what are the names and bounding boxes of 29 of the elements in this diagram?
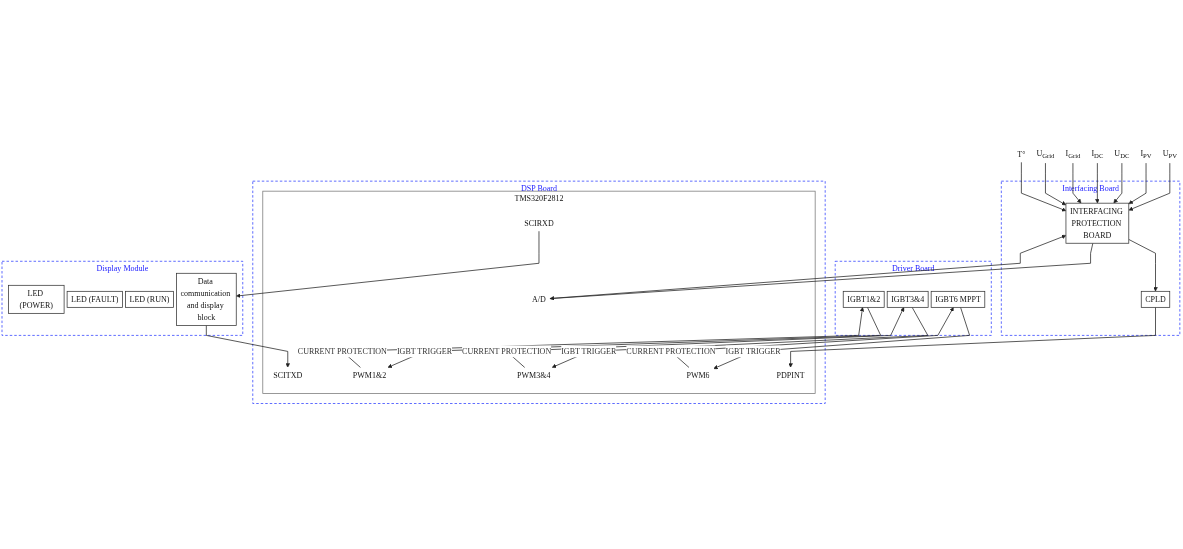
edge-label: CURRENT PROTECTION <box>462 346 552 356</box>
node-text: PWM6 <box>686 370 710 380</box>
edge-label: IGBT TRIGGER <box>396 346 453 356</box>
node-box: LED (FAULT) <box>66 290 123 308</box>
node-text: I$_{Grid}$ <box>1065 149 1081 160</box>
edge-label: IGBT TRIGGER <box>561 346 617 356</box>
node-box: LED (POWER) <box>8 284 65 314</box>
node-text: U$_{Grid}$ <box>1036 149 1055 160</box>
node-text: PWM1&2 <box>352 370 387 380</box>
node-box: IGBT6 MPPT <box>930 290 986 308</box>
node-text: U$_{PV}$ <box>1162 149 1177 160</box>
node-box: LED (RUN) <box>125 290 174 308</box>
edge-label: CURRENT PROTECTION <box>297 346 387 356</box>
node-text: A/D <box>532 294 546 304</box>
node-box: INTERFACING PROTECTION BOARD <box>1065 202 1130 244</box>
edge-label: CURRENT PROTECTION <box>626 346 716 356</box>
node-text: T° <box>1017 149 1026 159</box>
node-text: PWM3&4 <box>517 370 551 380</box>
node-text: U$_{DC}$ <box>1114 149 1130 160</box>
node-text: SCIRXD <box>524 218 554 228</box>
node-box: Data communication and display block <box>176 272 237 326</box>
node-box: IGBT3&4 <box>886 290 929 308</box>
node-box: CPLD <box>1140 290 1171 308</box>
node-text: I$_{PV}$ <box>1140 149 1152 160</box>
edge-label: IGBT TRIGGER <box>725 346 781 356</box>
node-box: IGBT1&2 <box>842 290 885 308</box>
node-text: I$_{DC}$ <box>1091 149 1104 160</box>
node-text: SCITXD <box>273 370 303 380</box>
node-text: PDPINT <box>776 370 805 380</box>
